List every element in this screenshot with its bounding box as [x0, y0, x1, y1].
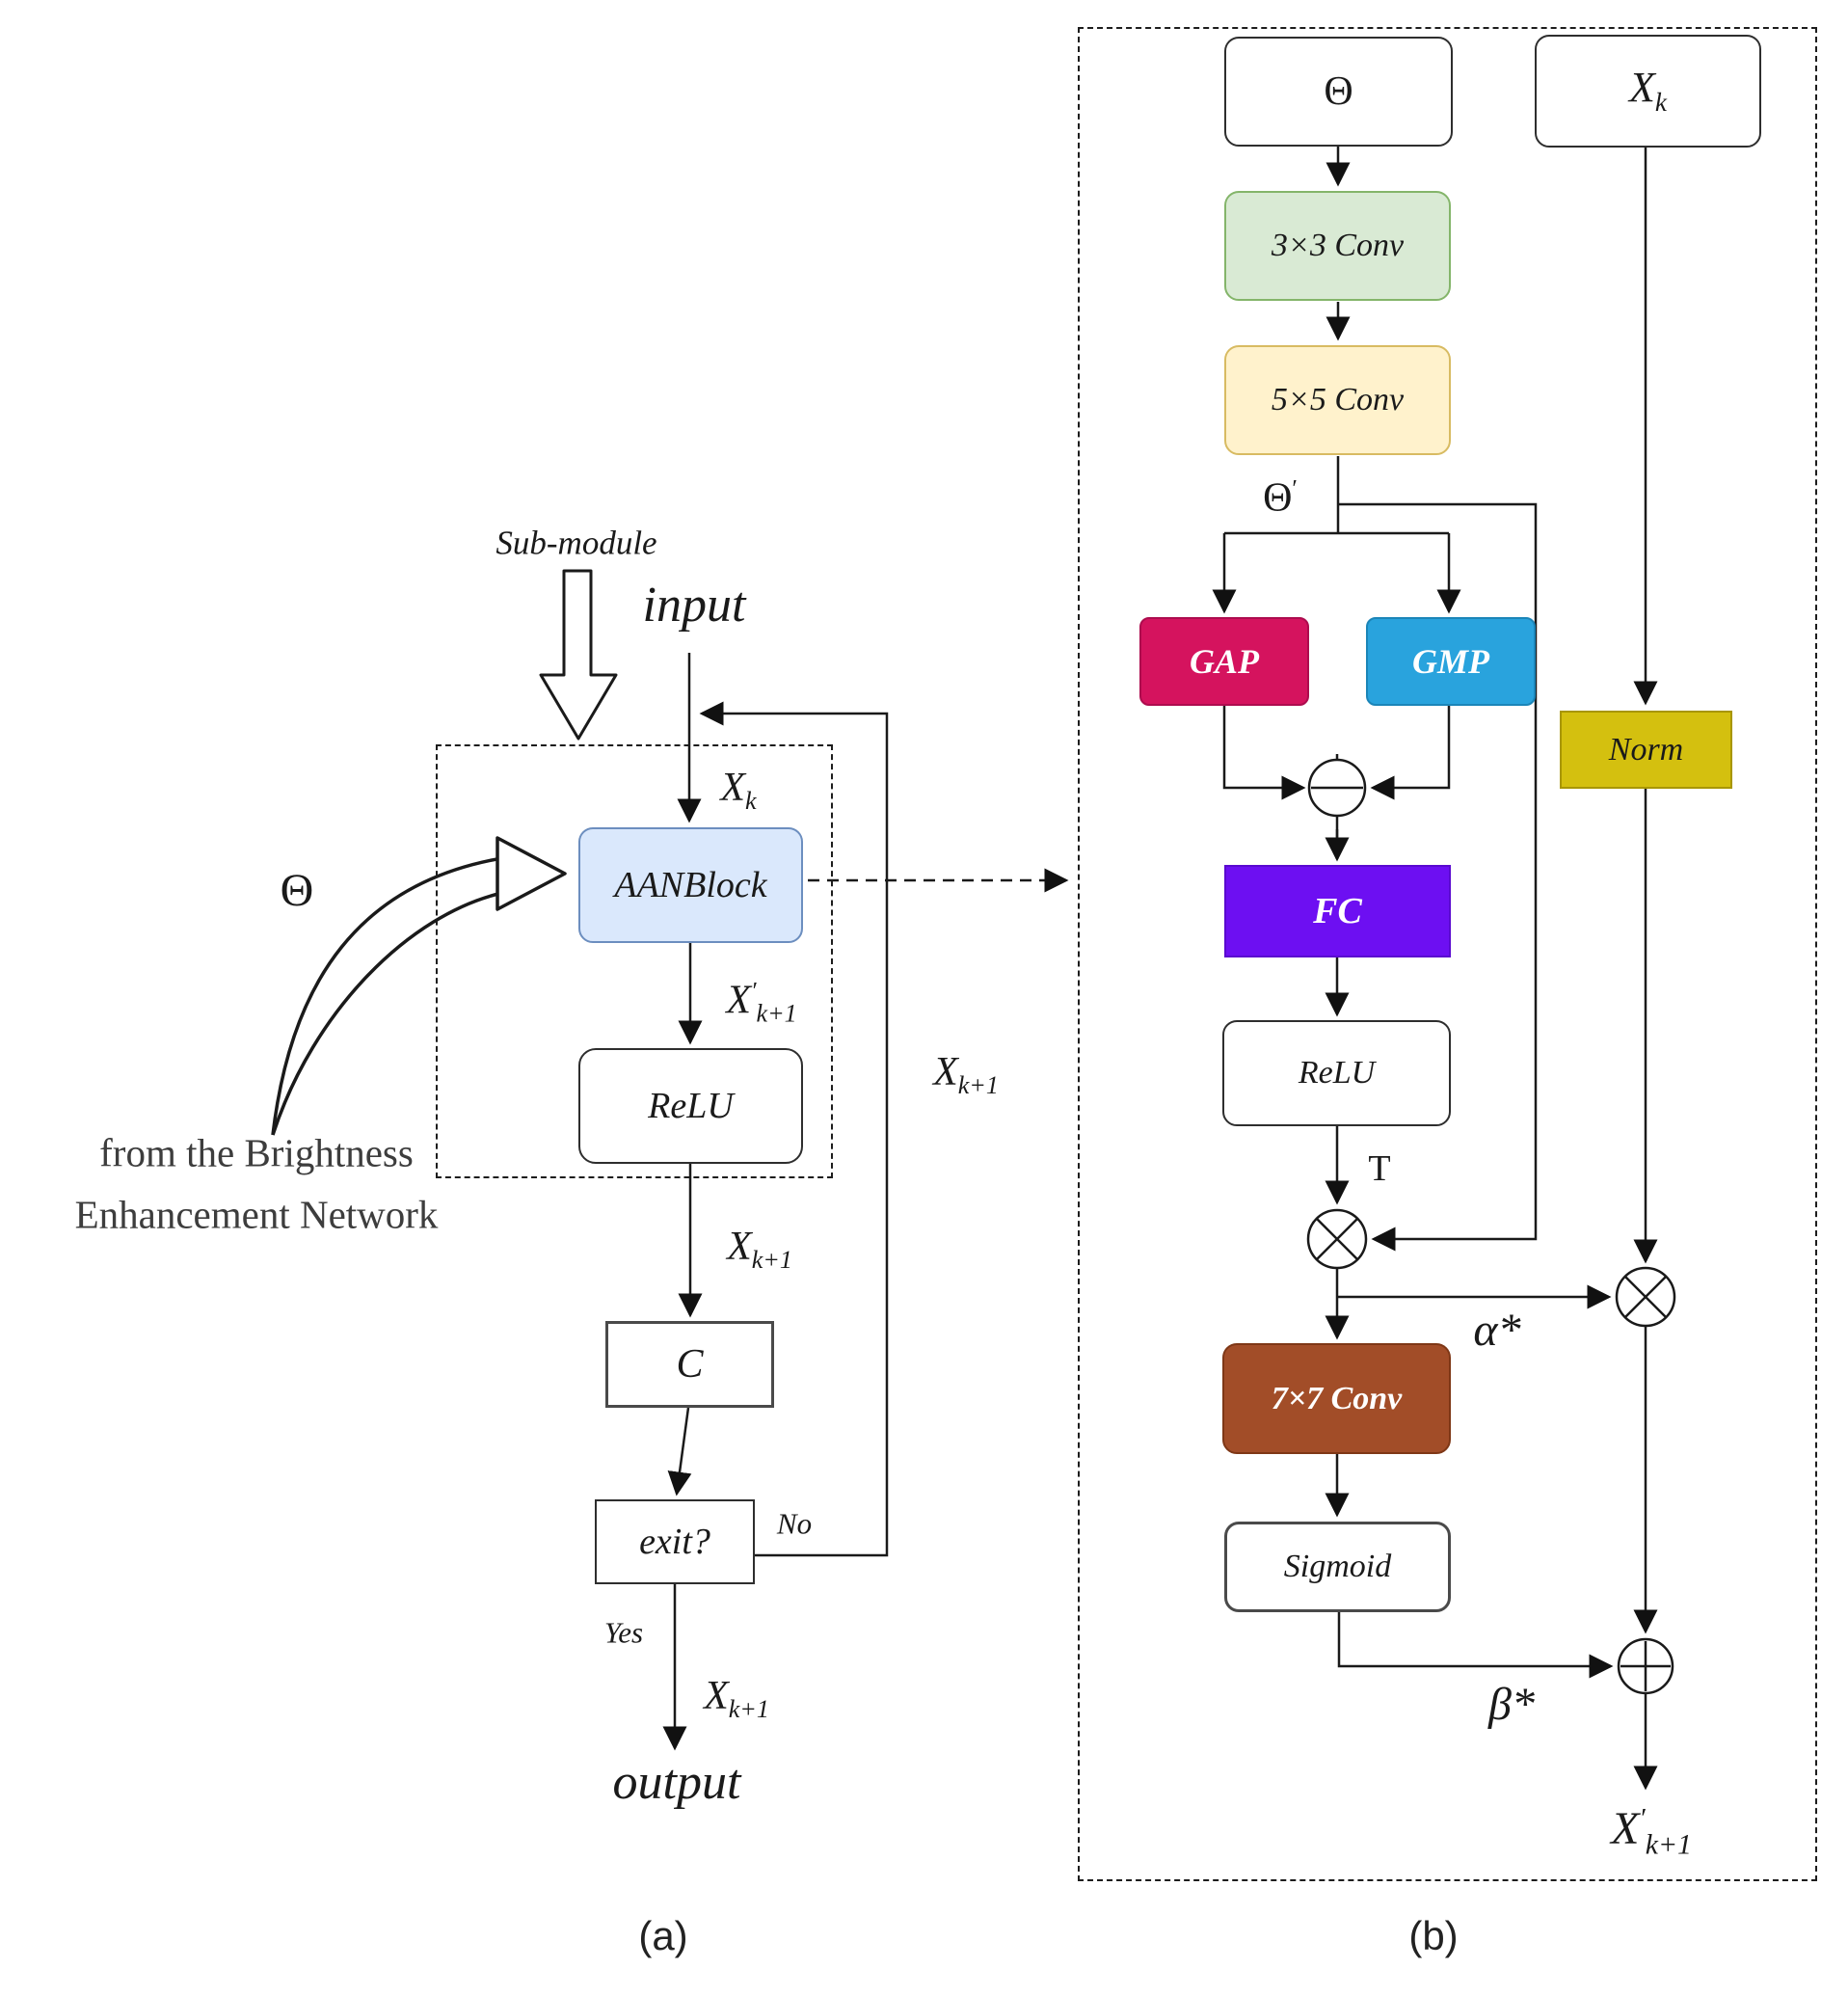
conv55-label: 5×5 Conv: [1271, 382, 1405, 418]
caption-b: (b): [1408, 1913, 1459, 1958]
beta-label: β*: [1488, 1679, 1535, 1730]
aanblock-label: AANBlock: [614, 865, 767, 905]
aanblock-node: AANBlock: [578, 827, 803, 943]
add-operator-2: [1617, 1637, 1674, 1695]
relu-b-label: ReLU: [1298, 1055, 1376, 1091]
xk-box-label: Xk: [1629, 63, 1667, 117]
panel-a-wires: [662, 653, 1069, 1751]
relu-a-label: ReLU: [648, 1086, 734, 1126]
no-label: No: [776, 1506, 813, 1541]
t-label: T: [1368, 1148, 1391, 1189]
submodule-title: Sub-module: [495, 524, 657, 562]
gap-to-add: [1222, 706, 1306, 800]
input-label: input: [642, 578, 746, 633]
label-xk1-out: Xk+1: [704, 1673, 769, 1724]
theta-prime-label: Θ′: [1263, 475, 1298, 521]
sigmoid-label: Sigmoid: [1283, 1549, 1392, 1584]
output-label: output: [612, 1755, 741, 1810]
conv33-node: 3×3 Conv: [1224, 191, 1451, 301]
norm-label: Norm: [1608, 731, 1684, 768]
conv55-node: 5×5 Conv: [1224, 345, 1451, 455]
operators: [1306, 758, 1676, 1695]
exit-node: exit?: [595, 1499, 755, 1584]
gap-label: GAP: [1190, 642, 1259, 681]
fc-label: FC: [1313, 891, 1362, 931]
brightness-note-line1: from the Brightness: [99, 1130, 414, 1175]
conv77-label: 7×7 Conv: [1271, 1380, 1403, 1416]
sigmoid-node: Sigmoid: [1224, 1522, 1451, 1612]
arrow-c-to-exit: [667, 1407, 692, 1496]
theta-box-label: Θ: [1324, 69, 1353, 114]
alpha-label: α*: [1473, 1305, 1521, 1356]
concat-node: C: [605, 1321, 774, 1408]
label-xk-a: Xk: [720, 765, 757, 816]
gmp-node: GMP: [1366, 617, 1536, 706]
conv33-label: 3×3 Conv: [1271, 228, 1405, 263]
beta-branch-to-add2: [1337, 1612, 1614, 1679]
gap-node: GAP: [1139, 617, 1309, 706]
theta-label-a: Θ: [280, 865, 314, 916]
conv77-node: 7×7 Conv: [1222, 1343, 1451, 1454]
submodule-dashed-box: [436, 744, 833, 1178]
gmp-to-add: [1370, 706, 1451, 800]
exit-label: exit?: [639, 1522, 710, 1562]
xk-box-node: Xk: [1535, 35, 1761, 148]
multiply-operator-1: [1306, 1208, 1368, 1270]
gmp-label: GMP: [1412, 642, 1489, 681]
label-xk1-loop: Xk+1: [933, 1049, 999, 1100]
add-operator-1: [1307, 758, 1367, 818]
relu-a-node: ReLU: [578, 1048, 803, 1164]
fc-node: FC: [1224, 865, 1451, 957]
multiply-operator-2: [1615, 1266, 1676, 1328]
label-xk1-mid: Xk+1: [727, 1224, 792, 1275]
brightness-note-line2: Enhancement Network: [74, 1192, 439, 1237]
relu-b-node: ReLU: [1222, 1020, 1451, 1126]
label-xk1-prime-a: X′k+1: [726, 978, 797, 1028]
norm-node: Norm: [1560, 711, 1732, 789]
theta-swoosh-arrow: [271, 836, 567, 1136]
yes-label: Yes: [603, 1615, 644, 1650]
aanblock-detail-dashed-box: [1078, 27, 1817, 1881]
theta-prime-bypass-line: [1338, 502, 1538, 1252]
caption-a: (a): [638, 1913, 688, 1958]
feedback-loop-line: [699, 701, 889, 1557]
submodule-block-arrow: [539, 569, 618, 741]
concat-label: C: [676, 1342, 704, 1387]
label-xk1-prime-b: X′k+1: [1611, 1802, 1692, 1861]
theta-box-node: Θ: [1224, 37, 1453, 147]
